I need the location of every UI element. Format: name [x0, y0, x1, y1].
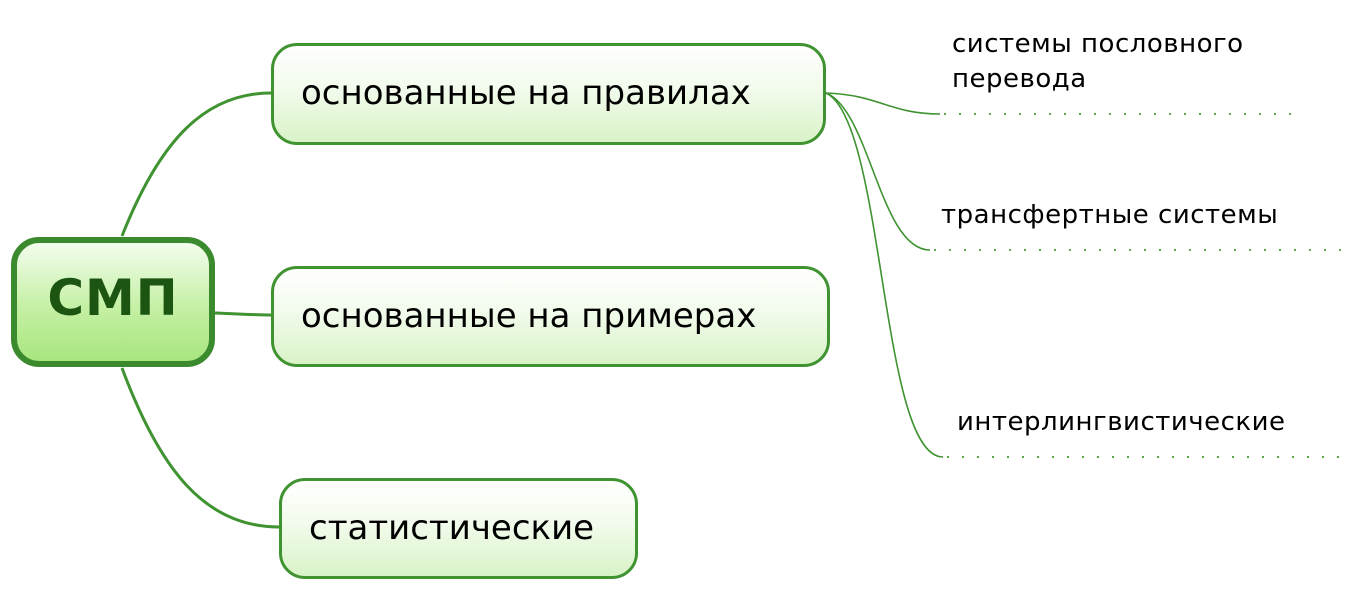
connector-root-to-statistical — [120, 367, 280, 529]
connector-root-to-rules — [120, 91, 272, 237]
branch-label-rules: основанные на правилах — [301, 73, 751, 113]
connector-root-to-examples — [214, 311, 272, 317]
root-node: СМП — [11, 237, 215, 367]
branch-label-statistical: статистические — [309, 507, 595, 548]
leaf-label-transfer: трансфертные системы — [941, 200, 1279, 230]
branch-node-statistical: статистические — [279, 478, 638, 579]
leaf-label-word-by-word-line2: перевода — [952, 64, 1087, 94]
connector-rules-to-transfer — [825, 92, 931, 251]
leaf-label-word-by-word-line1: системы пословного — [952, 29, 1244, 59]
connector-rules-to-word-by-word — [825, 92, 941, 115]
branch-node-rules: основанные на правилах — [271, 43, 826, 145]
branch-label-examples: основанные на примерах — [301, 295, 757, 336]
connector-rules-to-interlingual — [825, 92, 944, 458]
leaf-label-interlingual: интерлингвистические — [957, 407, 1286, 437]
branch-node-examples: основанные на примерах — [271, 266, 830, 367]
root-label: СМП — [47, 269, 179, 327]
